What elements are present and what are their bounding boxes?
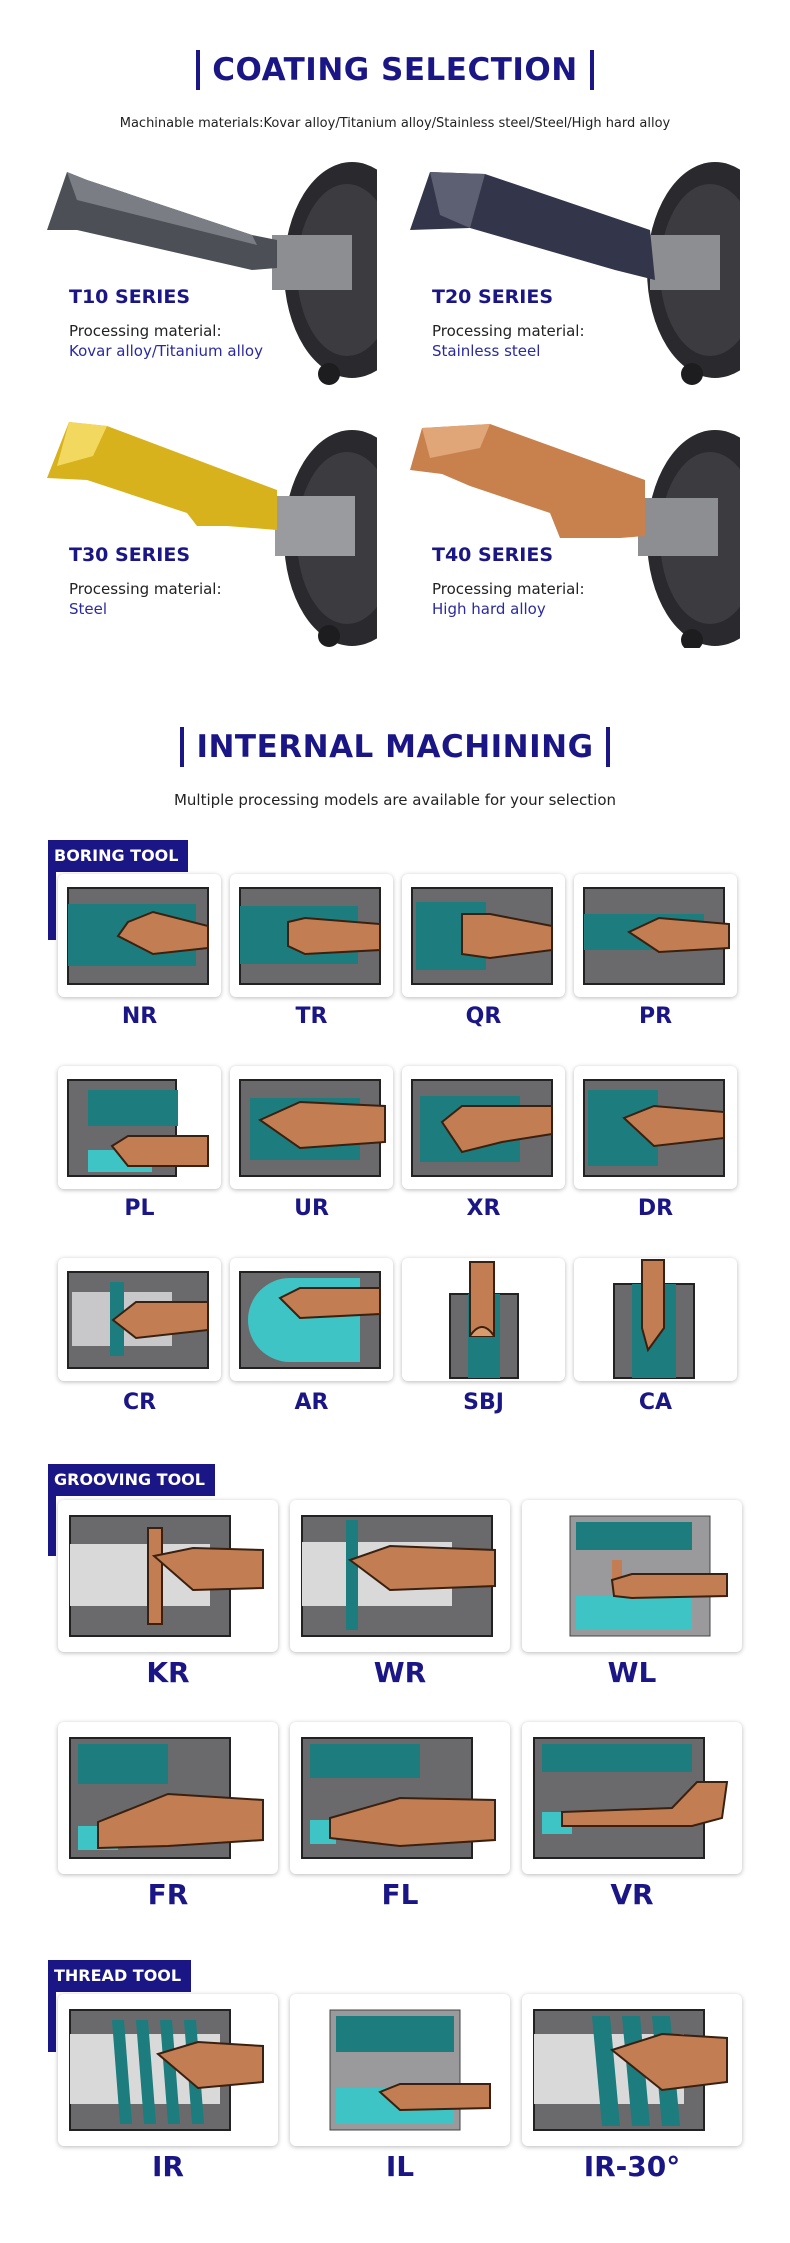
tool-pl[interactable]: [58, 1066, 221, 1189]
tool-tr[interactable]: [230, 874, 393, 997]
t40-material: High hard alloy: [432, 600, 546, 618]
tool-label-sbj: SBJ: [463, 1390, 504, 1415]
ir-diagram: [69, 2009, 264, 2131]
thread-tag-bar: [48, 1992, 56, 2052]
coating-card-t20: T20 SERIES Processing material: Stainles…: [410, 160, 740, 390]
t10-material: Kovar alloy/Titanium alloy: [69, 342, 263, 360]
tool-ca[interactable]: [574, 1258, 737, 1381]
boring-tool-tag: BORING TOOL: [48, 840, 189, 872]
vr-diagram: [533, 1737, 729, 1859]
tool-cr[interactable]: [58, 1258, 221, 1381]
tool-label-qr: QR: [465, 1004, 502, 1029]
tool-vr[interactable]: [522, 1722, 742, 1874]
coating-title: COATING SELECTION: [0, 50, 790, 90]
tr-diagram: [239, 887, 381, 985]
t20-tool-image: [410, 162, 740, 385]
tool-label-xr: XR: [466, 1196, 501, 1221]
t20-series: T20 SERIES: [432, 286, 554, 308]
t20-material: Stainless steel: [432, 342, 541, 360]
t10-tool-image: [47, 162, 377, 385]
t30-tool-image: [47, 422, 377, 647]
t30-material: Steel: [69, 600, 108, 618]
tool-ir[interactable]: [58, 1994, 278, 2146]
tool-label-ar: AR: [294, 1390, 329, 1415]
tool-ar[interactable]: [230, 1258, 393, 1381]
t40-tool-image: [410, 424, 740, 648]
sbj-diagram: [449, 1261, 519, 1379]
tool-wl[interactable]: [522, 1500, 742, 1652]
tool-kr[interactable]: [58, 1500, 278, 1652]
internal-title-text: INTERNAL MACHINING: [180, 727, 610, 767]
t40-processing-label: Processing material:: [432, 580, 585, 598]
tool-wr[interactable]: [290, 1500, 510, 1652]
coating-title-text: COATING SELECTION: [196, 50, 594, 90]
tool-label-ir: IR: [152, 2150, 184, 2183]
tool-sbj[interactable]: [402, 1258, 565, 1381]
tool-label-ir-30: IR-30°: [583, 2150, 681, 2183]
t20-processing-label: Processing material:: [432, 322, 585, 340]
tool-label-fl: FL: [381, 1878, 419, 1911]
internal-subtitle: Multiple processing models are available…: [173, 791, 617, 809]
pr-diagram: [583, 887, 730, 985]
ar-diagram: [239, 1271, 381, 1369]
tool-ir-30[interactable]: [522, 1994, 742, 2146]
tool-xr[interactable]: [402, 1066, 565, 1189]
qr-diagram: [411, 887, 553, 985]
tool-dr[interactable]: [574, 1066, 737, 1189]
wr-diagram: [301, 1515, 496, 1637]
ur-diagram: [239, 1079, 386, 1177]
ca-diagram: [613, 1259, 695, 1379]
t30-series: T30 SERIES: [69, 544, 191, 566]
wl-diagram: [569, 1515, 728, 1637]
tool-ur[interactable]: [230, 1066, 393, 1189]
dr-diagram: [583, 1079, 725, 1177]
tool-il[interactable]: [290, 1994, 510, 2146]
tool-qr[interactable]: [402, 874, 565, 997]
cr-diagram: [67, 1271, 209, 1369]
grooving-tool-tag: GROOVING TOOL: [48, 1464, 215, 1496]
tool-label-il: IL: [385, 2150, 415, 2183]
tool-label-pr: PR: [638, 1004, 673, 1029]
t10-processing-label: Processing material:: [69, 322, 222, 340]
pl-diagram: [67, 1079, 209, 1177]
tool-fl[interactable]: [290, 1722, 510, 1874]
ir-30-diagram: [533, 2009, 728, 2131]
tool-label-nr: NR: [121, 1004, 158, 1029]
tool-label-kr: KR: [146, 1656, 190, 1689]
tool-label-wl: WL: [607, 1656, 657, 1689]
grooving-tag-bar: [48, 1496, 56, 1556]
coating-card-t30: T30 SERIES Processing material: Steel: [47, 418, 377, 648]
nr-diagram: [67, 887, 209, 985]
fr-diagram: [69, 1737, 264, 1859]
coating-card-t40: T40 SERIES Processing material: High har…: [410, 418, 740, 648]
tool-label-cr: CR: [122, 1390, 157, 1415]
xr-diagram: [411, 1079, 553, 1177]
il-diagram: [329, 2009, 491, 2131]
tool-nr[interactable]: [58, 874, 221, 997]
internal-title: INTERNAL MACHINING: [0, 727, 790, 767]
tool-label-fr: FR: [147, 1878, 189, 1911]
coating-card-t10: T10 SERIES Processing material: Kovar al…: [47, 160, 377, 390]
tool-label-ur: UR: [294, 1196, 329, 1221]
thread-tool-tag: THREAD TOOL: [48, 1960, 192, 1992]
boring-tag-bar: [48, 872, 56, 940]
tool-label-pl: PL: [124, 1196, 155, 1221]
tool-label-dr: DR: [637, 1196, 674, 1221]
tool-label-wr: WR: [373, 1656, 427, 1689]
t30-processing-label: Processing material:: [69, 580, 222, 598]
tool-label-tr: TR: [295, 1004, 328, 1029]
tool-label-vr: VR: [610, 1878, 654, 1911]
fl-diagram: [301, 1737, 496, 1859]
t40-series: T40 SERIES: [432, 544, 554, 566]
tool-fr[interactable]: [58, 1722, 278, 1874]
coating-subtitle: Machinable materials:Kovar alloy/Titaniu…: [119, 116, 671, 131]
tool-label-ca: CA: [638, 1390, 673, 1415]
t10-series: T10 SERIES: [69, 286, 191, 308]
kr-diagram: [69, 1515, 264, 1637]
tool-pr[interactable]: [574, 874, 737, 997]
